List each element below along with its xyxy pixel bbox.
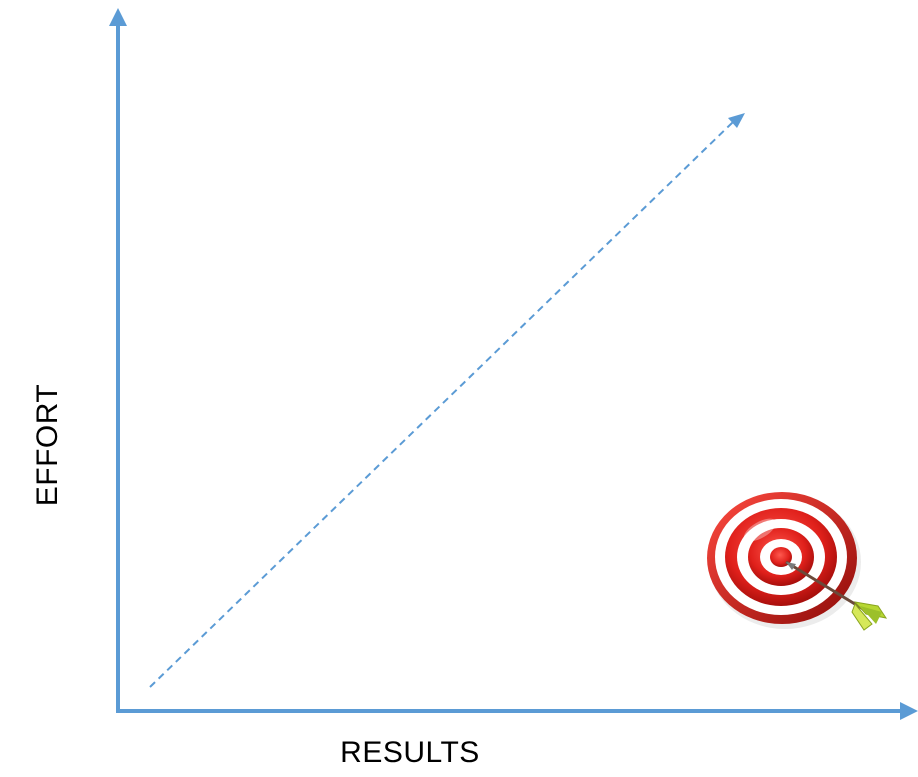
y-axis-arrowhead [109, 8, 127, 26]
y-axis-label: EFFORT [31, 383, 64, 507]
trend-arrowhead [728, 113, 745, 128]
y-axis [109, 8, 127, 713]
bullseye-target-icon [707, 492, 861, 629]
dart-arrow-icon [785, 560, 888, 631]
x-axis-label: RESULTS [340, 736, 480, 769]
dashed-trend-arrow [149, 113, 745, 688]
x-axis [116, 702, 918, 720]
x-axis-arrowhead [900, 702, 918, 720]
